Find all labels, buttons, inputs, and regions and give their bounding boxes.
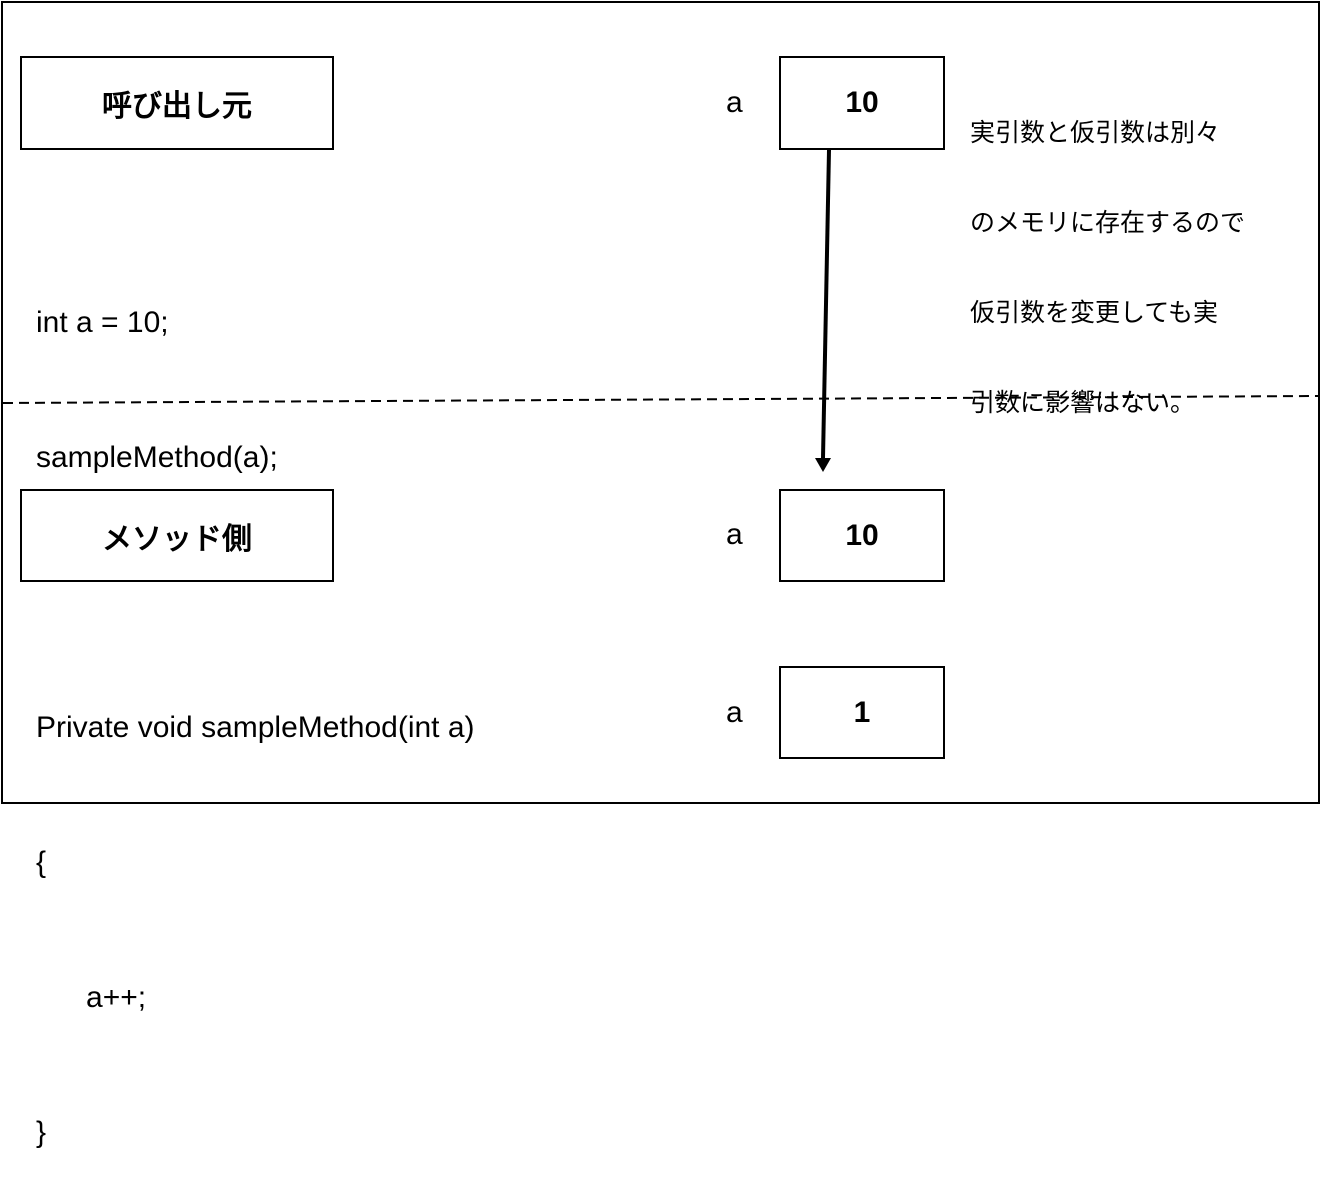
connectors xyxy=(2,149,1319,472)
copy-arrow-head xyxy=(815,458,831,472)
caller-var-box: 10 xyxy=(779,56,945,150)
note-line: 引数に影響はない。 xyxy=(970,388,1196,417)
copy-arrow-shaft xyxy=(821,149,831,459)
method-code-line: { xyxy=(36,846,47,879)
method-var-name-1: a xyxy=(726,518,743,551)
diagram-frame xyxy=(1,1,1320,804)
method-var-box-1: 10 xyxy=(779,489,945,582)
caller-code-line: sampleMethod(a); xyxy=(36,441,278,474)
method-code-line: a++; xyxy=(36,981,147,1014)
note-line: のメモリに存在するので xyxy=(970,208,1246,237)
caller-title: 呼び出し元 xyxy=(102,89,252,124)
caller-var-value: 10 xyxy=(845,86,879,119)
section-divider xyxy=(2,395,1319,404)
method-var-value-2: 1 xyxy=(853,695,871,729)
note-line: 実引数と仮引数は別々 xyxy=(970,118,1221,147)
method-code-line: } xyxy=(36,1116,47,1149)
caller-var-name: a xyxy=(726,86,743,119)
note-line: 仮引数を変更しても実 xyxy=(970,298,1219,327)
method-title-box: メソッド側 xyxy=(20,489,334,582)
method-title: メソッド側 xyxy=(102,521,252,557)
explanation-note: 実引数と仮引数は別々 のメモリに存在するので 仮引数を変更しても実 引数に影響は… xyxy=(970,58,1245,448)
method-var-value-1: 10 xyxy=(845,518,879,552)
method-var-box-2: 1 xyxy=(779,666,945,759)
method-code-line: Private void sampleMethod(int a) xyxy=(36,711,475,744)
caller-code: int a = 10; sampleMethod(a); xyxy=(36,210,278,525)
method-var-name-2: a xyxy=(726,696,743,729)
caller-title-box: 呼び出し元 xyxy=(20,56,334,150)
caller-code-line: int a = 10; xyxy=(36,306,169,339)
method-code: Private void sampleMethod(int a) { a++; … xyxy=(36,615,475,1200)
